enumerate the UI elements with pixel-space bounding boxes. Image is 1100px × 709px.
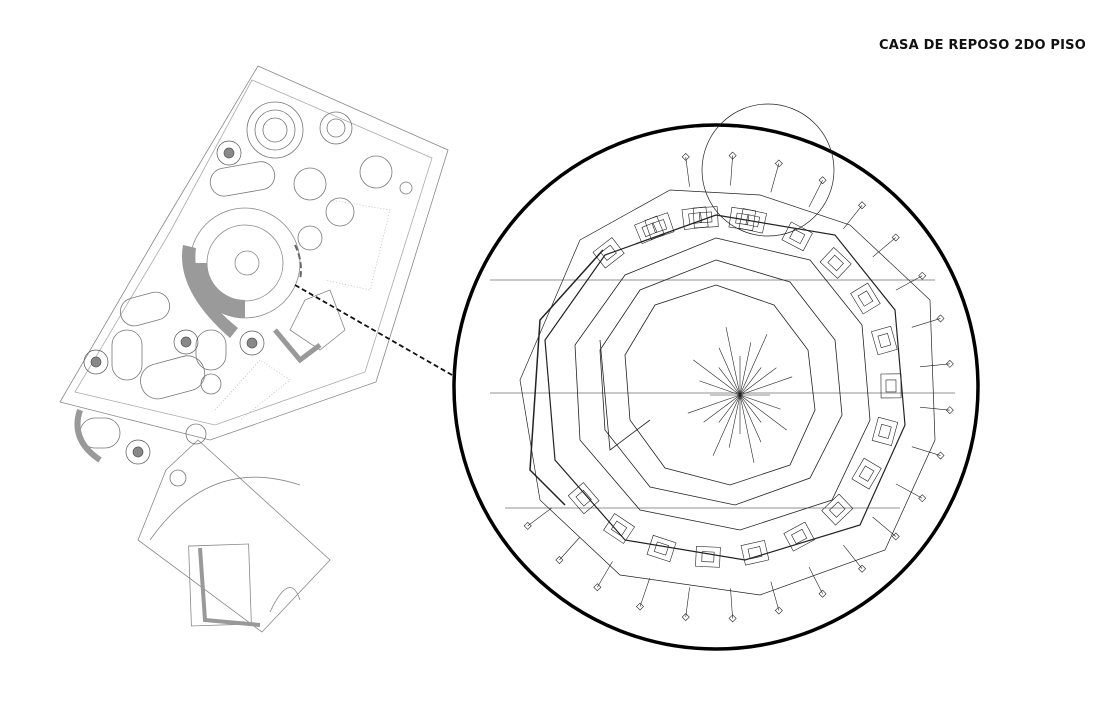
section-tag bbox=[728, 151, 737, 160]
section-tag bbox=[936, 314, 945, 323]
stair-ray bbox=[693, 359, 741, 396]
room-furniture bbox=[789, 228, 806, 245]
stair-ray bbox=[739, 394, 781, 410]
room-furniture bbox=[688, 212, 702, 225]
stair-ray bbox=[725, 327, 741, 396]
section-tag bbox=[728, 614, 737, 623]
section-tag bbox=[945, 359, 954, 368]
room-furniture bbox=[877, 333, 892, 349]
stair-ray bbox=[728, 394, 741, 448]
room-furniture bbox=[699, 211, 713, 223]
room-furniture bbox=[592, 237, 625, 269]
room-furniture bbox=[745, 214, 761, 228]
room-furniture bbox=[783, 521, 815, 552]
site-plan bbox=[59, 65, 449, 633]
room-furniture bbox=[695, 545, 721, 568]
room-furniture bbox=[651, 219, 668, 234]
room-furniture bbox=[747, 546, 763, 560]
stair-ray bbox=[739, 394, 787, 431]
section-tag bbox=[818, 589, 827, 598]
room-furniture bbox=[610, 520, 628, 537]
room-furniture bbox=[641, 222, 658, 238]
stair-ray bbox=[712, 394, 741, 456]
room-furniture bbox=[575, 489, 592, 507]
detail-connector bbox=[294, 284, 453, 376]
room-furniture bbox=[858, 465, 875, 482]
stair-ray bbox=[718, 367, 741, 396]
room-furniture bbox=[880, 373, 902, 399]
drawing-title: CASA DE REPOSO 2DO PISO bbox=[879, 38, 1086, 53]
section-tag bbox=[774, 606, 783, 615]
stair-ray bbox=[739, 394, 762, 423]
stair-ray bbox=[739, 394, 755, 463]
room-furniture bbox=[646, 534, 677, 563]
room-furniture bbox=[653, 541, 670, 556]
section-tag bbox=[918, 494, 927, 503]
room-furniture bbox=[735, 212, 750, 226]
room-furniture bbox=[851, 457, 882, 490]
section-tag bbox=[593, 583, 602, 592]
section-tag bbox=[936, 451, 945, 460]
room-furniture bbox=[603, 513, 636, 544]
section-tag bbox=[681, 613, 690, 622]
room-furniture bbox=[701, 551, 715, 563]
stair-ray bbox=[718, 394, 741, 423]
room-furniture bbox=[634, 215, 665, 244]
section-tag bbox=[945, 406, 954, 415]
stair-ray bbox=[699, 380, 741, 396]
room-furniture bbox=[850, 282, 881, 315]
room-furniture bbox=[740, 539, 770, 566]
room-furniture bbox=[819, 247, 852, 279]
stair-ray bbox=[739, 367, 762, 396]
room-furniture bbox=[885, 379, 897, 393]
stair-ray bbox=[739, 376, 793, 396]
section-tag bbox=[636, 602, 644, 611]
room-furniture bbox=[644, 212, 675, 240]
section-tag bbox=[774, 159, 783, 168]
room-furniture bbox=[878, 423, 892, 439]
stair-ray bbox=[687, 394, 741, 414]
room-furniture bbox=[871, 325, 898, 356]
section-tag bbox=[681, 152, 690, 161]
room-furniture bbox=[567, 482, 600, 515]
floor-plan-detail bbox=[452, 103, 980, 651]
section-tag bbox=[523, 521, 532, 530]
room-furniture bbox=[871, 416, 899, 446]
room-furniture bbox=[829, 501, 846, 518]
room-furniture bbox=[692, 206, 719, 229]
section-tag bbox=[918, 271, 927, 280]
room-furniture bbox=[791, 528, 808, 545]
room-furniture bbox=[600, 244, 617, 261]
room-furniture bbox=[827, 254, 844, 272]
section-tag bbox=[818, 176, 827, 185]
stair-ray bbox=[739, 394, 762, 443]
stair-ray bbox=[739, 367, 777, 396]
room-furniture bbox=[857, 290, 874, 307]
room-furniture bbox=[728, 206, 756, 231]
stair-ray bbox=[703, 394, 741, 423]
room-furniture bbox=[821, 493, 854, 526]
stair-ray bbox=[718, 347, 741, 396]
stair-ray bbox=[739, 342, 752, 396]
stair-ray bbox=[739, 334, 768, 396]
room-furniture bbox=[781, 221, 813, 252]
room-furniture bbox=[681, 206, 709, 230]
